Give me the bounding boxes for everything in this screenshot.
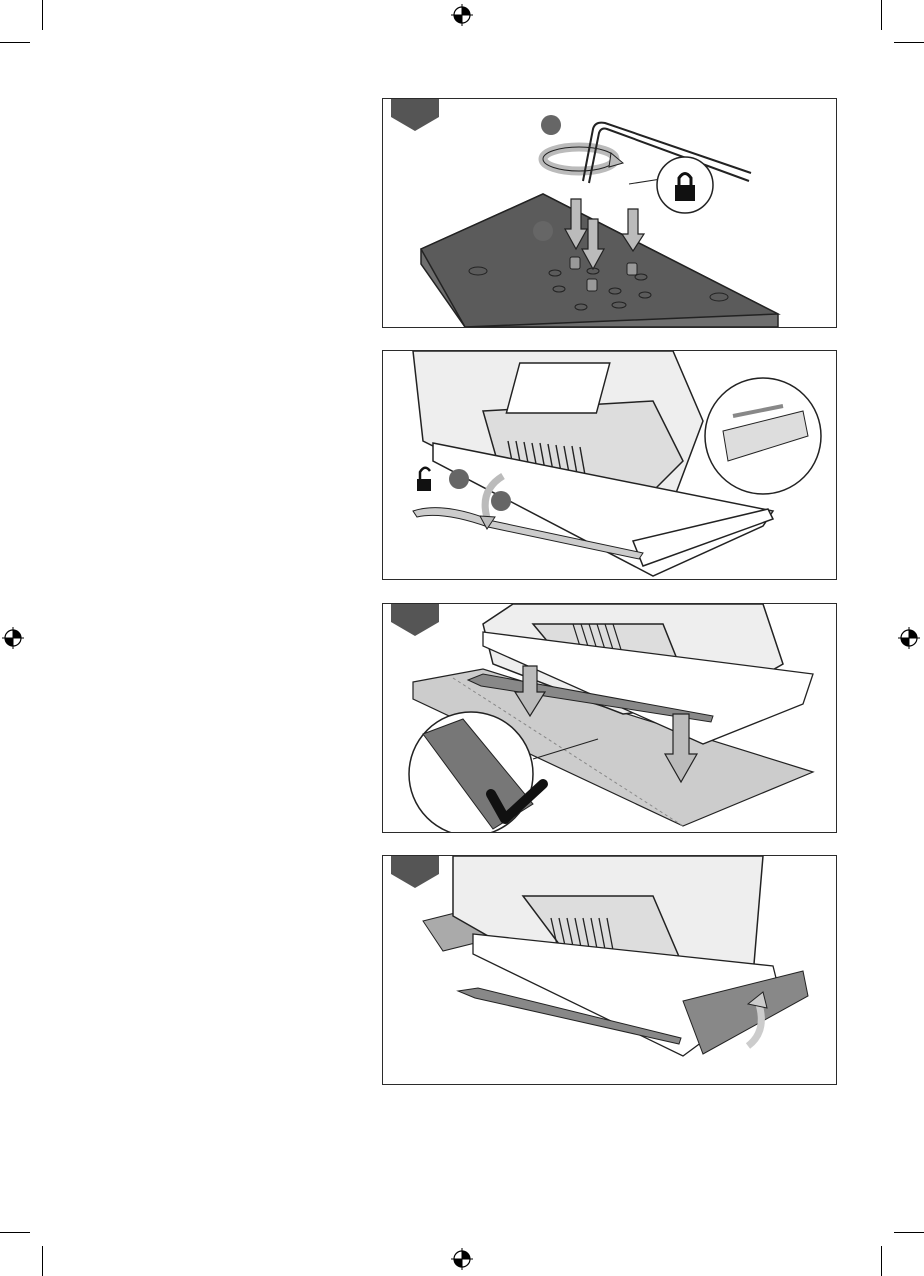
- step-marker: [533, 221, 553, 241]
- magnifier-detail-icon: [705, 378, 821, 494]
- registration-mark-icon: [2, 627, 24, 649]
- base-plate: [421, 194, 778, 327]
- figure-panel-attach-sanding-sheet: [382, 603, 837, 833]
- crop-mark: [881, 1246, 882, 1276]
- step-marker: [541, 115, 561, 135]
- crop-mark: [894, 42, 924, 43]
- figure-tab: [391, 99, 439, 131]
- crop-mark: [42, 1246, 43, 1276]
- crop-mark: [0, 1232, 30, 1233]
- crop-mark: [881, 0, 882, 30]
- registration-mark-icon: [451, 1248, 473, 1270]
- lock-icon: [675, 185, 695, 201]
- unlock-icon: [417, 468, 431, 491]
- figure-panel-fold-sheet-edge: [382, 855, 837, 1085]
- step-marker: [491, 491, 511, 511]
- figure-tab: [391, 856, 439, 888]
- registration-mark-icon: [898, 627, 920, 649]
- crop-mark: [894, 1232, 924, 1233]
- figure-tab: [391, 604, 439, 636]
- crop-mark: [42, 0, 43, 30]
- crop-mark: [0, 42, 30, 43]
- figure-panel-release-clamp-lever: [382, 350, 837, 580]
- figure-panel-screw-base-plate: [382, 98, 837, 328]
- step-marker: [449, 469, 469, 489]
- rotation-arrow-icon: [543, 147, 623, 171]
- lock-callout: [629, 157, 713, 213]
- registration-mark-icon: [451, 4, 473, 26]
